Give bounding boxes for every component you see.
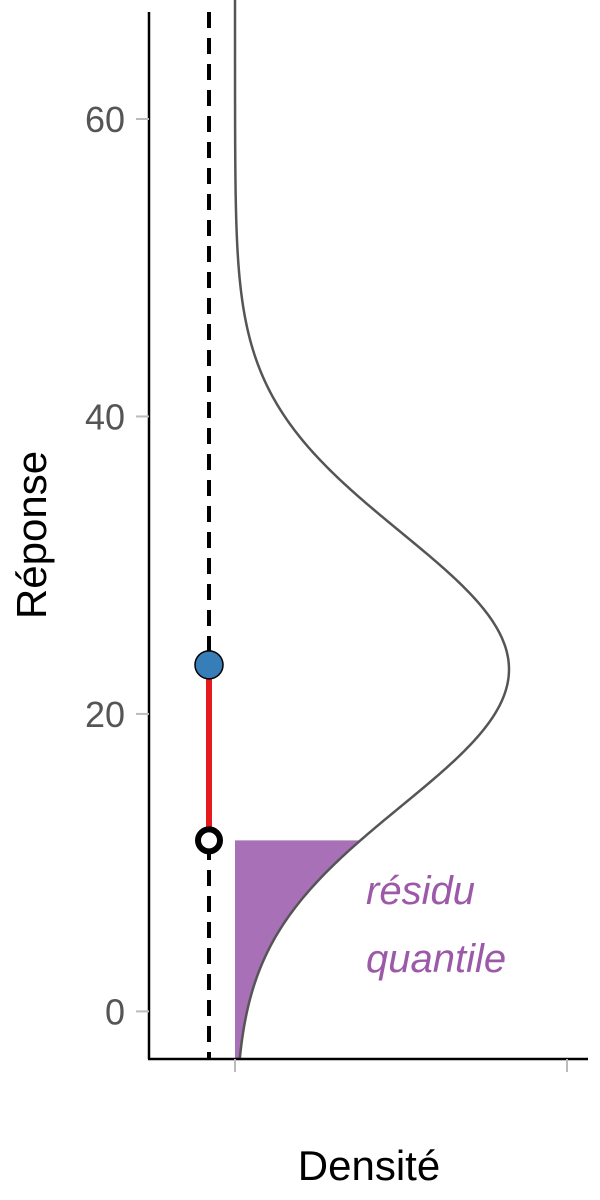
annotation-line-2: quantile (366, 937, 506, 981)
y-tick-label: 0 (105, 991, 125, 1032)
x-axis-title: Densité (298, 1142, 440, 1189)
observed-point (194, 650, 224, 680)
y-axis-title: Réponse (8, 451, 55, 619)
y-tick-label: 20 (85, 694, 125, 735)
density-curve-layer (233, 0, 511, 1060)
y-tick-label: 60 (85, 99, 125, 140)
annotation-line-1: résidu (366, 869, 475, 913)
quantile-point (195, 826, 223, 855)
y-tick-label: 40 (85, 396, 125, 437)
density-curve (233, 0, 511, 1060)
y-axis-ticks: 0 20 40 60 (85, 99, 149, 1032)
shaded-quantile-region (235, 840, 361, 1059)
shaded-area (235, 840, 361, 1059)
